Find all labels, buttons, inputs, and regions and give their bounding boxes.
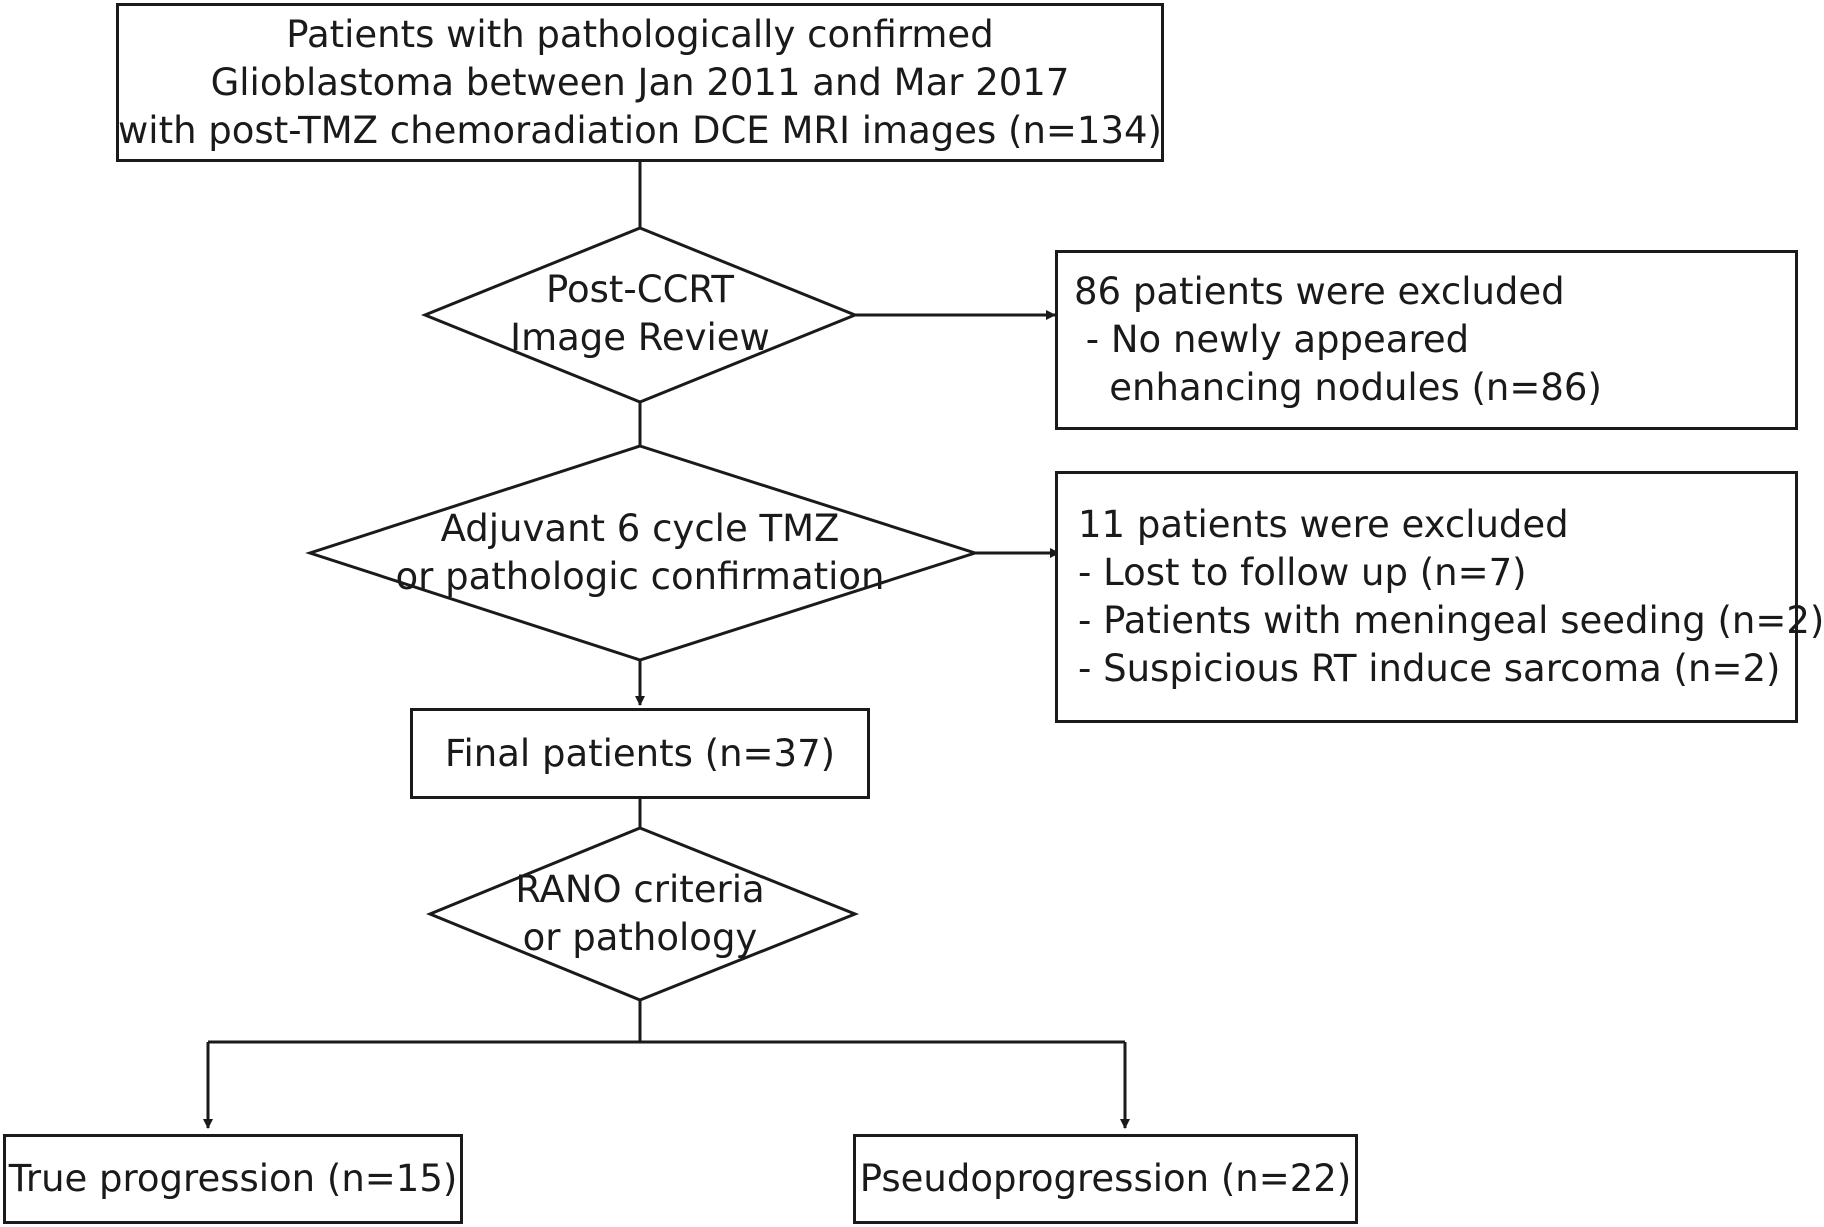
exclusion-2-line: - Patients with meningeal seeding (n=2): [1078, 599, 1824, 642]
decision-rano-label: RANO criteria or pathology: [470, 864, 810, 964]
decision-review-label: Post-CCRT Image Review: [465, 264, 815, 364]
exclusion-1-line: enhancing nodules (n=86): [1074, 366, 1602, 409]
outcome-true-progression-label: True progression (n=15): [8, 1157, 458, 1200]
outcome-true-progression-box: True progression (n=15): [3, 1134, 463, 1224]
start-box-line: with post-TMZ chemoradiation DCE MRI ima…: [118, 108, 1162, 152]
start-box-line: Patients with pathologically confirmed: [286, 12, 994, 56]
exclusion-1-line: - No newly appeared: [1074, 318, 1470, 361]
outcome-pseudoprogression-box: Pseudoprogression (n=22): [853, 1134, 1358, 1224]
start-box: Patients with pathologically confirmed G…: [116, 3, 1164, 162]
outcome-pseudoprogression-label: Pseudoprogression (n=22): [859, 1157, 1352, 1200]
final-patients-box: Final patients (n=37): [410, 708, 870, 799]
decision-adjuvant-line: Adjuvant 6 cycle TMZ: [440, 507, 840, 550]
decision-adjuvant-label: Adjuvant 6 cycle TMZ or pathologic confi…: [380, 503, 900, 603]
exclusion-1-line: 86 patients were excluded: [1074, 270, 1565, 313]
final-patients-label: Final patients (n=37): [444, 731, 836, 775]
exclusion-2-line: 11 patients were excluded: [1078, 503, 1569, 546]
decision-review-line: Post-CCRT: [545, 268, 735, 311]
decision-rano-line: RANO criteria: [515, 868, 765, 911]
exclusion-2-line: - Lost to follow up (n=7): [1078, 551, 1527, 594]
exclusion-2-line: - Suspicious RT induce sarcoma (n=2): [1078, 647, 1781, 690]
exclusion-box-2: 11 patients were excluded - Lost to foll…: [1055, 471, 1824, 723]
decision-rano-line: or pathology: [522, 916, 758, 959]
decision-review-line: Image Review: [510, 316, 770, 359]
exclusion-box-1: 86 patients were excluded - No newly app…: [1055, 250, 1798, 430]
decision-adjuvant-line: or pathologic confirmation: [395, 555, 885, 598]
start-box-line: Glioblastoma between Jan 2011 and Mar 20…: [210, 60, 1070, 104]
